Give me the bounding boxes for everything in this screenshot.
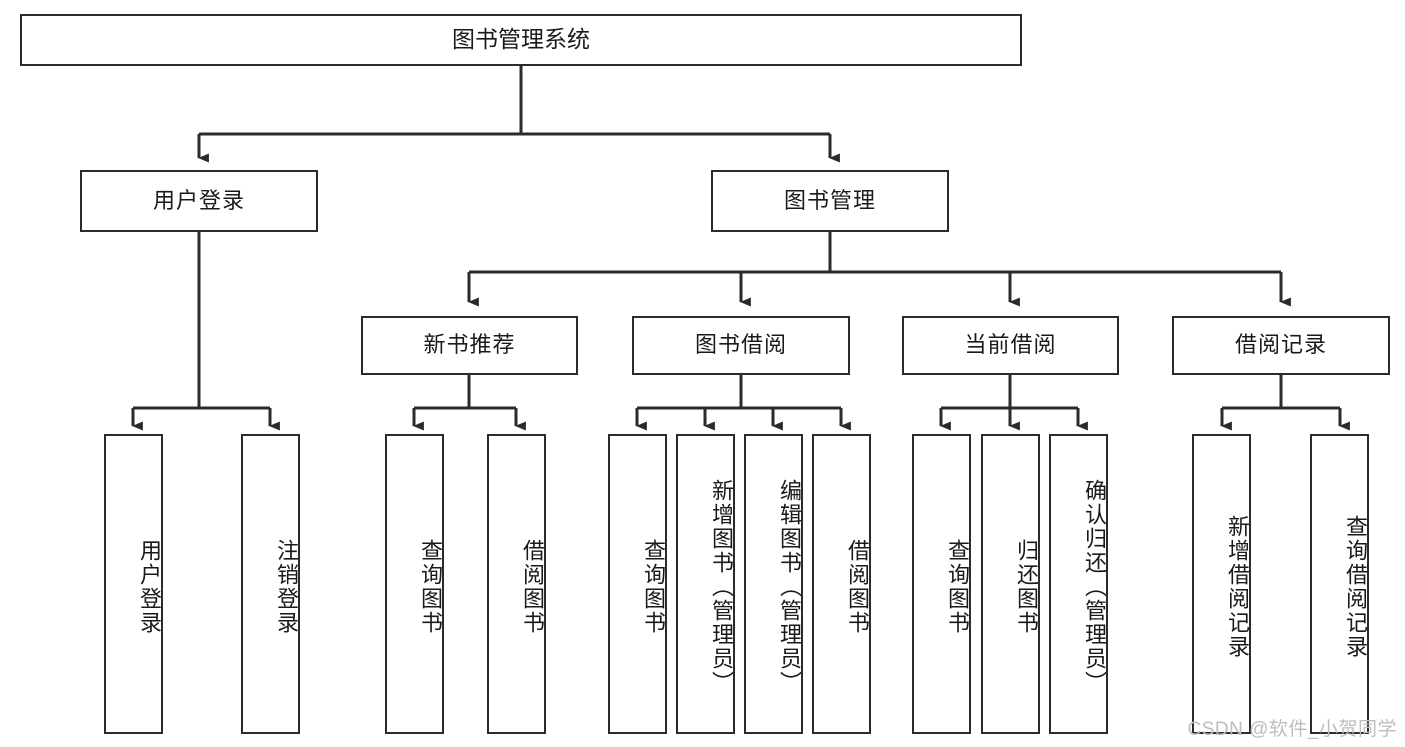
node-root-book-management-system[interactable]: 图书管理系统	[20, 14, 1022, 66]
node-label: 图书借阅	[694, 332, 787, 358]
leaf-book-borrow-borrow-books[interactable]: 借阅图书	[812, 434, 871, 734]
node-label: 图书管理	[783, 187, 876, 213]
node-label: 新增图书（管理员）	[709, 479, 734, 695]
leaf-current-borrow-query-books[interactable]: 查询图书	[912, 434, 971, 734]
node-label: 编辑图书（管理员）	[777, 479, 802, 695]
node-label: 注销登录	[274, 539, 299, 635]
node-label: 用户登录	[152, 187, 245, 213]
leaf-new-book-query-books[interactable]: 查询图书	[385, 434, 444, 734]
node-user-login[interactable]: 用户登录	[80, 170, 318, 232]
node-label: 用户登录	[137, 539, 162, 635]
node-label: 当前借阅	[964, 332, 1057, 358]
watermark-text: CSDN @软件_小贺同学	[1187, 719, 1397, 740]
leaf-user-login-logout[interactable]: 注销登录	[241, 434, 300, 734]
node-label: 借阅图书	[845, 539, 870, 635]
node-label: 查询图书	[945, 539, 970, 635]
node-label: 查询借阅记录	[1343, 515, 1368, 659]
node-label: 新书推荐	[423, 332, 516, 358]
node-borrow-records[interactable]: 借阅记录	[1172, 316, 1390, 375]
leaf-borrow-records-add-record[interactable]: 新增借阅记录	[1192, 434, 1251, 734]
leaf-book-borrow-add-book-admin[interactable]: 新增图书（管理员）	[676, 434, 735, 734]
node-label: 新增借阅记录	[1225, 515, 1250, 659]
node-new-book-recommend[interactable]: 新书推荐	[361, 316, 578, 375]
leaf-current-borrow-confirm-return-admin[interactable]: 确认归还（管理员）	[1049, 434, 1108, 734]
node-book-management[interactable]: 图书管理	[711, 170, 949, 232]
node-label: 借阅记录	[1234, 332, 1327, 358]
node-book-borrow[interactable]: 图书借阅	[632, 316, 850, 375]
node-label: 查询图书	[641, 539, 666, 635]
node-label: 确认归还（管理员）	[1082, 479, 1107, 695]
leaf-borrow-records-query-record[interactable]: 查询借阅记录	[1310, 434, 1369, 734]
node-label: 图书管理系统	[452, 26, 590, 53]
node-label: 借阅图书	[520, 539, 545, 635]
node-current-borrow[interactable]: 当前借阅	[902, 316, 1119, 375]
node-label: 查询图书	[418, 539, 443, 635]
leaf-new-book-borrow-books[interactable]: 借阅图书	[487, 434, 546, 734]
leaf-book-borrow-query-books[interactable]: 查询图书	[608, 434, 667, 734]
leaf-book-borrow-edit-book-admin[interactable]: 编辑图书（管理员）	[744, 434, 803, 734]
leaf-user-login-login[interactable]: 用户登录	[104, 434, 163, 734]
leaf-current-borrow-return-books[interactable]: 归还图书	[981, 434, 1040, 734]
node-label: 归还图书	[1014, 539, 1039, 635]
